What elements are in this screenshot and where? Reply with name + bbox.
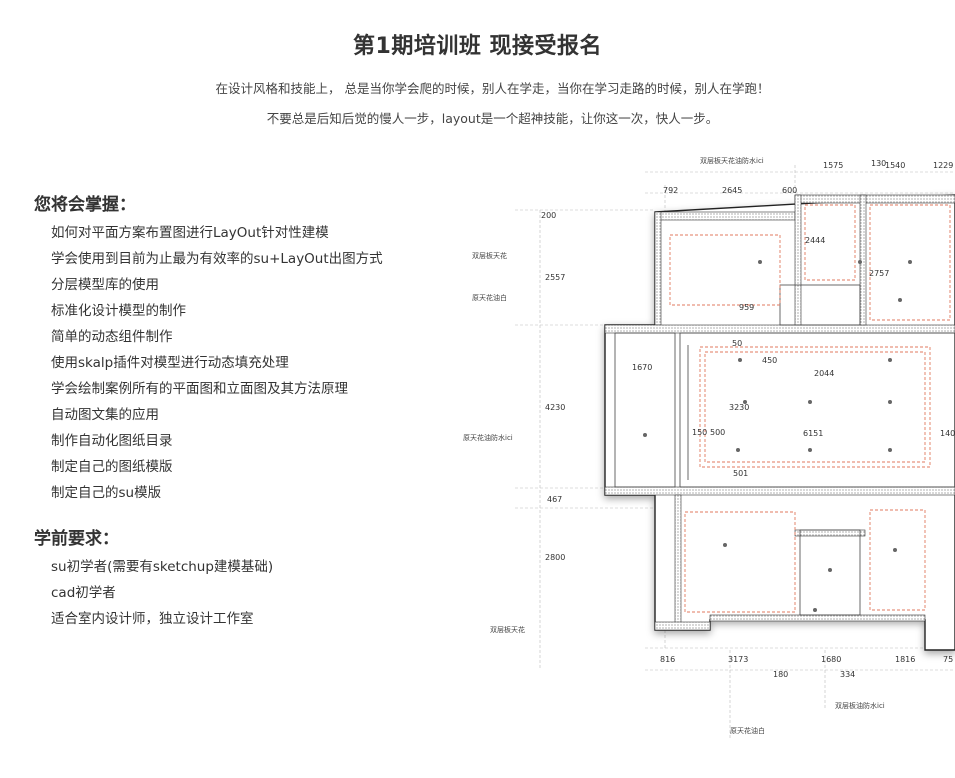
ceiling-outline [669, 204, 951, 613]
light-fixtures [643, 260, 912, 612]
dim-label: 467 [547, 495, 562, 504]
learn-heading: 您将会掌握： [34, 195, 136, 215]
walls [604, 194, 955, 631]
dim-label: 1670 [632, 363, 652, 372]
list-item: 适合室内设计师，独立设计工作室 [51, 611, 254, 627]
list-item: 制定自己的su模版 [51, 485, 162, 501]
plan-note-left2: 原天花油白 [472, 293, 507, 302]
intro-line-1: 在设计风格和技能上， 总是当你学会爬的时候，别人在学走，当你在学习走路的时候，别… [215, 81, 770, 96]
dim-label: 3230 [729, 403, 749, 412]
dim-label: 4230 [545, 403, 565, 412]
list-item: 分层模型库的使用 [51, 277, 159, 293]
intro-line-2: 不要总是后知后觉的慢人一步，layout是一个超神技能，让你这一次，快人一步。 [266, 111, 719, 126]
dim-label: 2645 [722, 186, 742, 195]
list-item: 学会使用到目前为止最为有效率的su+LayOut出图方式 [51, 251, 383, 267]
dim-label: 200 [541, 211, 556, 220]
list-item: 自动图文集的应用 [51, 407, 159, 423]
dim-label: 1540 [885, 161, 905, 170]
dim-label: 1229 [933, 161, 953, 170]
dim-label: 75 [943, 655, 953, 664]
list-item: cad初学者 [51, 585, 116, 601]
dim-label: 2800 [545, 553, 565, 562]
list-item: su初学者(需要有sketchup建模基础) [51, 559, 274, 575]
dim-label: 2444 [805, 236, 825, 245]
dim-label: 140 [940, 429, 955, 438]
dim-label: 600 [782, 186, 797, 195]
dim-label: 816 [660, 655, 675, 664]
plan-note-left3: 原天花油防水ici [463, 433, 513, 442]
dim-label: 2757 [869, 269, 889, 278]
plan-note-top: 双层板天花油防水ici [700, 156, 764, 165]
dim-label: 2044 [814, 369, 834, 378]
dim-label: 501 [733, 469, 748, 478]
requirements-heading: 学前要求： [34, 529, 119, 549]
dim-label: 50 [732, 339, 742, 348]
floor-plan-drawing: 双层板天花油防水ici 双层板天花 原天花油白 原天花油防水ici 双层板天花 … [455, 150, 955, 750]
list-item: 如何对平面方案布置图进行LayOut针对性建模 [51, 225, 329, 241]
dim-label: 792 [663, 186, 678, 195]
dim-label: 450 [762, 356, 777, 365]
list-item: 标准化设计模型的制作 [51, 303, 186, 319]
learn-section: 您将会掌握： 如何对平面方案布置图进行LayOut针对性建模 学会使用到目前为止… [34, 190, 464, 509]
list-item: 学会绘制案例所有的平面图和立面图及其方法原理 [51, 381, 348, 397]
plan-note-left4: 双层板天花 [490, 625, 525, 634]
plan-note-bottom2: 原天花油白 [730, 726, 765, 735]
interior-lines [614, 284, 955, 616]
list-item: 使用skalp插件对模型进行动态填充处理 [51, 355, 289, 371]
requirements-section: 学前要求： su初学者(需要有sketchup建模基础) cad初学者 适合室内… [34, 524, 464, 635]
plan-note-left1: 双层板天花 [472, 251, 507, 260]
dim-label: 1680 [821, 655, 841, 664]
dim-label: 3173 [728, 655, 748, 664]
dim-label: 500 [710, 428, 725, 437]
dim-label: 2557 [545, 273, 565, 282]
requirements-list: su初学者(需要有sketchup建模基础) cad初学者 适合室内设计师，独立… [34, 557, 464, 635]
dim-label: 1575 [823, 161, 843, 170]
dim-label: 6151 [803, 429, 823, 438]
floor-plan-svg: 双层板天花油防水ici 双层板天花 原天花油白 原天花油防水ici 双层板天花 … [463, 156, 955, 740]
list-item: 简单的动态组件制作 [51, 329, 173, 345]
plan-note-bottom1: 双层板油防水ici [835, 701, 885, 710]
learn-list: 如何对平面方案布置图进行LayOut针对性建模 学会使用到目前为止最为有效率的s… [34, 223, 464, 509]
dim-label: 1816 [895, 655, 915, 664]
list-item: 制作自动化图纸目录 [51, 433, 173, 449]
page-title: 第1期培训班 现接受报名 [353, 34, 602, 59]
dim-label: 150 [692, 428, 707, 437]
dim-label: 130 [871, 159, 886, 168]
dim-label: 959 [739, 303, 754, 312]
dim-label: 180 [773, 670, 788, 679]
dim-label: 334 [840, 670, 855, 679]
list-item: 制定自己的图纸模版 [51, 459, 173, 475]
